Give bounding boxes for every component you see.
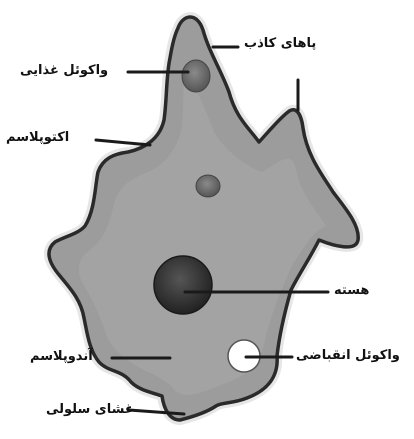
label-endoplasm: آندوپلاسم xyxy=(30,349,93,365)
label-cell-membrane: غشای سلولی xyxy=(46,402,134,418)
label-nucleus: هسته xyxy=(334,283,369,299)
food-vacuole-small xyxy=(196,175,220,197)
label-pseudopods: پاهای کاذب xyxy=(244,36,316,52)
nucleus xyxy=(154,256,212,314)
label-ectoplasm: اکتوپلاسم xyxy=(6,130,69,146)
food-vacuole xyxy=(182,60,210,92)
label-contractile-vacuole: واکوئل انقباضی xyxy=(296,348,400,364)
label-food-vacuole: واکوئل غذایی xyxy=(20,63,108,79)
